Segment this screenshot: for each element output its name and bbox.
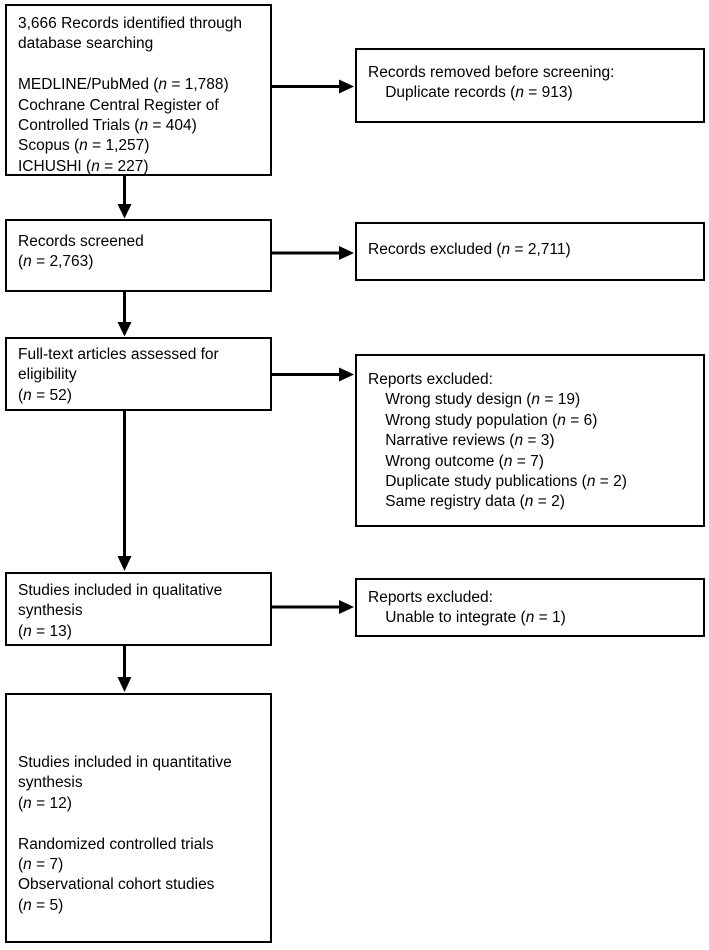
arrow-down-screening-to-eligibility-icon <box>117 291 132 337</box>
arrow-down-qualitative-to-quantitative-icon <box>117 645 132 692</box>
records-screened-box: Records screened (n = 2,763) <box>5 219 272 292</box>
box-text-line: Wrong study design (n = 19) <box>368 391 581 409</box>
box-text-line <box>18 814 258 834</box>
arrow-right-identification-to-removed-icon <box>271 79 354 94</box>
reports-excluded-box: Reports excluded: Wrong study design (n … <box>355 354 705 527</box>
records-identified-box: 3,666 Records identified through database… <box>5 4 272 176</box>
box-text-line: Controlled Trials (n = 404) <box>18 117 197 135</box>
box-text-line: Full-text articles assessed for <box>18 346 219 363</box>
arrow-right-qualitative-to-reports2-icon <box>271 600 354 614</box>
box-text-line: Wrong outcome (n = 7) <box>368 452 544 470</box>
box-text-line: 3,666 Records identified through <box>18 15 243 32</box>
box-text-line: Observational cohort studies <box>18 876 215 894</box>
arrow-down-eligibility-to-qualitative-icon <box>117 410 132 571</box>
box-text-line: Studies included in quantitative <box>18 754 232 771</box>
box-text-line: (n = 5) <box>18 896 64 914</box>
box-text-line: Studies included in qualitative <box>18 582 223 599</box>
box-text-line: Narrative reviews (n = 3) <box>368 432 555 450</box>
box-text-line: Records removed before screening: <box>368 64 615 81</box>
arrow-down-identification-to-screening-icon <box>117 175 132 219</box>
box-text-line: synthesis <box>18 774 83 792</box>
box-text-line: MEDLINE/PubMed (n = 1,788) <box>18 76 229 94</box>
box-text-line: Records excluded (n = 2,711) <box>368 241 571 258</box>
box-text-line: Duplicate study publications (n = 2) <box>368 473 627 491</box>
fulltext-assessed-box: Full-text articles assessed for eligibili… <box>5 337 272 411</box>
box-text-line: database searching <box>18 35 154 53</box>
box-text-line: Unable to integrate (n = 1) <box>368 609 566 627</box>
quantitative-synthesis-box: Studies included in quantitative synthesi… <box>5 693 272 943</box>
box-text-line: Wrong study population (n = 6) <box>368 411 598 429</box>
box-text-line: synthesis <box>18 602 83 620</box>
box-text-line: Reports excluded: <box>368 371 493 388</box>
qualitative-synthesis-box: Studies included in qualitative synthesis… <box>5 572 272 646</box>
box-text-line: (n = 2,763) <box>18 253 94 271</box>
box-text-line: eligibility <box>18 366 77 384</box>
box-text-line: Cochrane Central Register of <box>18 96 219 114</box>
box-text-line: Reports excluded: <box>368 589 493 606</box>
records-removed-before-screening-box: Records removed before screening: Duplic… <box>355 48 705 123</box>
box-text-line: (n = 52) <box>18 386 72 404</box>
box-text-line: Records screened <box>18 233 144 250</box>
box-text-line: ICHUSHI (n = 227) <box>18 157 149 175</box>
box-text-line: (n = 13) <box>18 622 72 640</box>
box-text-line: (n = 12) <box>18 794 72 812</box>
arrow-right-screening-to-excluded-icon <box>271 246 354 260</box>
arrow-right-eligibility-to-reports-icon <box>271 367 354 382</box>
box-text-line: (n = 7) <box>18 856 64 874</box>
box-text-line <box>18 55 258 75</box>
reports-excluded-integration-box: Reports excluded: Unable to integrate (n… <box>355 578 705 637</box>
box-text-line: Same registry data (n = 2) <box>368 493 565 511</box>
box-text-line: Randomized controlled trials <box>18 835 214 853</box>
box-text-line: Duplicate records (n = 913) <box>368 84 573 102</box>
box-text-line: Scopus (n = 1,257) <box>18 137 150 155</box>
records-excluded-box: Records excluded (n = 2,711) <box>355 222 705 281</box>
